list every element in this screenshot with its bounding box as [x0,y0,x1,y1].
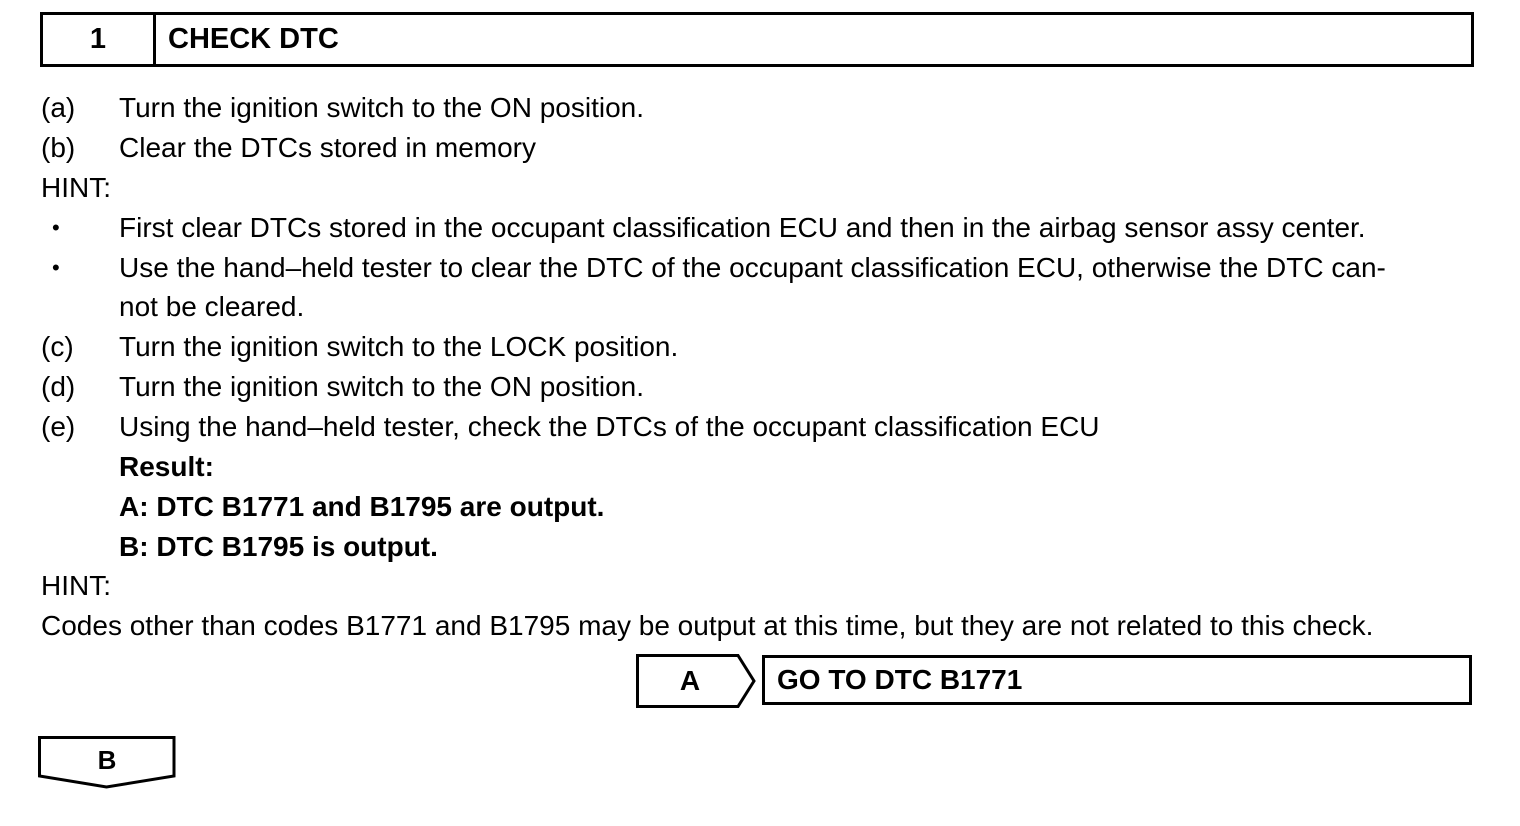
hint-label: HINT: [41,172,111,203]
branch-a-label: A [679,665,701,696]
step-e-marker: (e) [41,411,76,442]
step-d-marker: (d) [41,371,76,402]
step-b-marker: (b) [41,132,76,163]
step-number: 1 [43,15,156,64]
hint-bullet-2-line-2: not be cleared. [119,291,305,322]
down-arrow-shape [38,736,176,789]
step-b-text: Clear the DTCs stored in memory [119,132,537,163]
hint-bullet-2-line-1: Use the hand–held tester to clear the DT… [119,252,1386,283]
hint-bullet-1: First clear DTCs stored in the occupant … [119,212,1366,243]
right-arrow-shape [636,654,756,708]
step-c-marker: (c) [41,331,74,362]
bullet-symbol: • [52,255,60,280]
result-heading: Result: [119,451,214,482]
step-header: 1 CHECK DTC [40,12,1474,67]
step-c-text: Turn the ignition switch to the LOCK pos… [119,331,679,362]
goto-dtc-box: GO TO DTC B1771 [762,655,1472,705]
branch-b-arrow: B [38,736,178,792]
step-a-marker: (a) [41,92,76,123]
step-a-text: Turn the ignition switch to the ON posit… [119,92,644,123]
branch-b-label: B [97,744,117,775]
branch-a-arrow: A [636,654,758,708]
step-title: CHECK DTC [168,23,339,55]
bullet-symbol: • [52,215,60,240]
step-d-text: Turn the ignition switch to the ON posit… [119,371,644,402]
step-e-text: Using the hand–held tester, check the DT… [119,411,1100,442]
hint-label-2: HINT: [41,570,111,601]
result-a: A: DTC B1771 and B1795 are output. [119,491,605,522]
result-b: B: DTC B1795 is output. [119,531,438,562]
hint-2-text: Codes other than codes B1771 and B1795 m… [41,610,1374,641]
